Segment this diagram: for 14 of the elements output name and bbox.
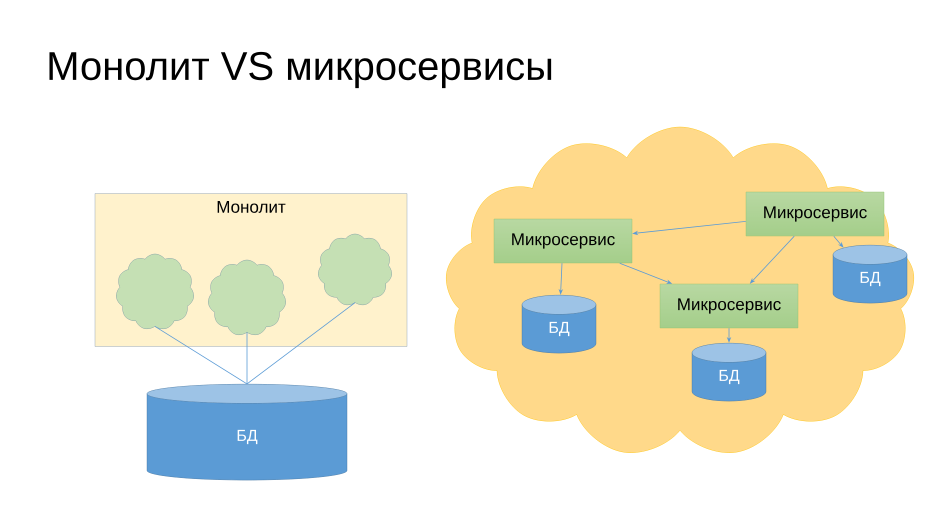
connector-line [154, 326, 248, 384]
connector-line [246, 302, 356, 384]
service-box: Микросервис [746, 192, 884, 236]
title: Монолит VS микросервисы [49, 52, 552, 88]
cloud [318, 234, 392, 306]
connector-line [246, 332, 248, 384]
database-cylinder: БД [146, 384, 348, 480]
cloud [208, 260, 286, 336]
database-cylinder: БД [832, 244, 908, 304]
database-cylinder: БД [522, 294, 596, 354]
service-box: Микросервис [494, 218, 632, 264]
cloud [116, 254, 194, 330]
service-box: Микросервис [660, 284, 798, 328]
database-cylinder: БД [692, 342, 766, 402]
